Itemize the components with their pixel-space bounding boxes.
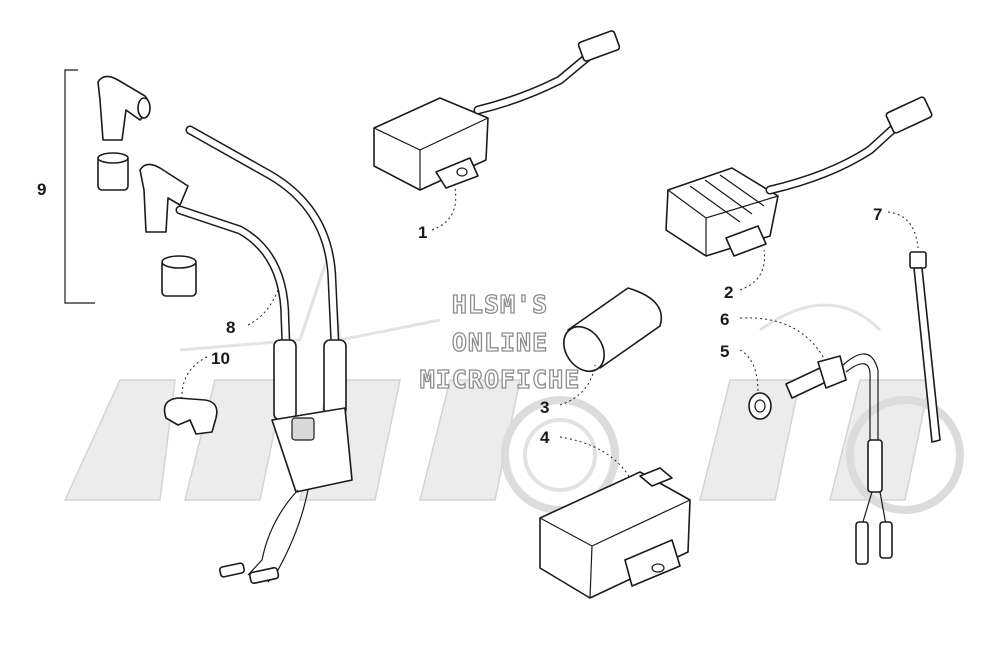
callout-5: 5 bbox=[720, 342, 729, 361]
callout-1: 1 bbox=[418, 223, 427, 242]
callout-labels: 1 2 3 4 5 6 7 8 9 10 bbox=[37, 180, 882, 447]
callout-6: 6 bbox=[720, 310, 729, 329]
item-9-spark-plug-boots bbox=[64, 69, 197, 304]
callout-4: 4 bbox=[540, 428, 550, 447]
callout-9: 9 bbox=[37, 180, 46, 199]
item-1-control-module bbox=[373, 30, 621, 191]
callout-2: 2 bbox=[724, 283, 733, 302]
item-6-temperature-sensor bbox=[785, 353, 893, 565]
callout-8: 8 bbox=[226, 318, 235, 337]
item-4-electronic-module bbox=[539, 467, 691, 599]
leader-lines bbox=[181, 187, 919, 479]
watermark-line-1: HLSM'S bbox=[452, 290, 548, 319]
item-8-ignition-coil bbox=[175, 125, 353, 585]
item-2-voltage-regulator bbox=[665, 96, 933, 257]
item-3-protective-sleeve bbox=[563, 287, 663, 373]
item-5-washer bbox=[748, 392, 772, 420]
item-10-wire-clip bbox=[163, 397, 218, 435]
callout-7: 7 bbox=[873, 205, 882, 224]
watermark-line-2: ONLINE bbox=[452, 328, 548, 357]
item-7-cable-tie bbox=[909, 251, 941, 443]
callout-3: 3 bbox=[540, 398, 549, 417]
callout-10: 10 bbox=[211, 349, 230, 368]
group-bracket bbox=[64, 69, 95, 304]
watermark: HLSM'S ONLINE MICROFICHE bbox=[419, 289, 581, 394]
watermark-line-3: MICROFICHE bbox=[420, 365, 581, 394]
